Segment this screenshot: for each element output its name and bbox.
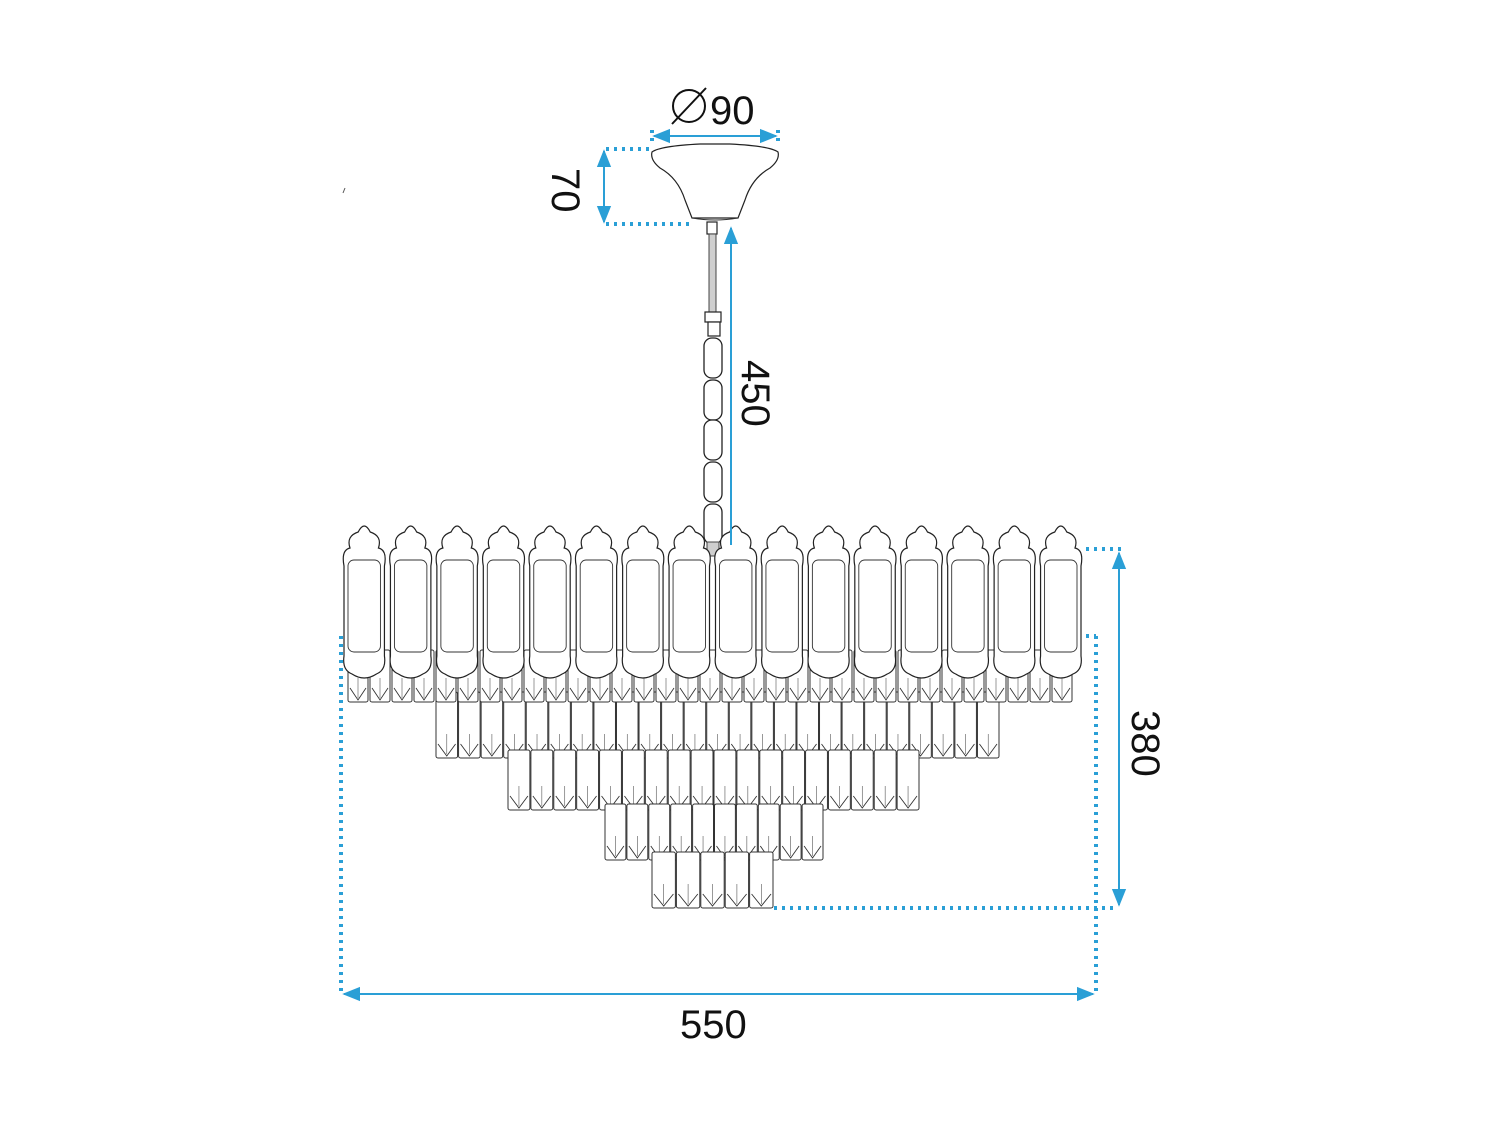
dimension-canopy-diameter: 90 — [650, 87, 780, 144]
dimension-suspension-length: 450 — [723, 226, 777, 545]
crystal-pendant — [850, 749, 874, 811]
crystal-pendant — [576, 749, 600, 811]
glass-leaf — [946, 525, 990, 679]
crystal-pendant — [458, 691, 481, 759]
suspension — [703, 221, 723, 557]
crystal-pendant — [507, 749, 531, 811]
crystal-pendant — [931, 691, 955, 759]
crystal-pendant — [530, 749, 554, 811]
dimension-canopy-height: 70 — [543, 147, 690, 226]
glass-leaf — [992, 525, 1036, 679]
crystal-pendant — [713, 749, 737, 811]
chain-link — [703, 461, 723, 503]
crystal-pendant — [782, 749, 806, 811]
dimension-body-height: 380 — [774, 547, 1167, 910]
glass-leaf — [1039, 525, 1083, 679]
crystal-pendant — [736, 749, 760, 811]
glass-leaf — [760, 525, 804, 679]
overall-width-value: 550 — [680, 1003, 747, 1047]
chain-link — [703, 337, 723, 379]
crystal-pendant — [700, 851, 725, 909]
crystal-pendant — [724, 851, 750, 909]
glass-leaf — [667, 525, 711, 679]
canopy — [651, 143, 779, 221]
chain-link — [703, 503, 723, 545]
canopy-height-value: 70 — [543, 168, 587, 213]
crystal-pendant — [909, 691, 932, 759]
glass-leaf — [714, 525, 758, 679]
body-height-value: 380 — [1123, 710, 1167, 777]
glass-leaf — [853, 525, 897, 679]
chandelier-body — [342, 525, 1083, 909]
glass-leaf — [574, 525, 618, 679]
crystal-pendant — [651, 851, 676, 909]
canopy-diameter-value: 90 — [710, 89, 755, 133]
crystal-pendant — [644, 749, 668, 811]
glass-leaf — [807, 525, 851, 679]
crystal-pendant — [667, 749, 691, 811]
crystal-pendant — [801, 803, 824, 861]
crystal-pendant — [841, 691, 865, 759]
glass-leaf — [389, 525, 433, 679]
chain-link — [703, 379, 723, 421]
glass-leaf — [481, 525, 526, 679]
crystal-pendant — [779, 803, 802, 861]
crystal-pendant — [873, 749, 897, 811]
glass-leaf — [435, 525, 479, 679]
crystal-pendant — [896, 749, 920, 811]
diameter-icon — [672, 89, 706, 123]
crystal-pendant — [626, 803, 649, 861]
glass-leaf — [899, 525, 944, 679]
chain — [703, 337, 723, 557]
crystal-pendant — [599, 749, 622, 811]
suspension-length-value: 450 — [733, 360, 777, 427]
crystal-pendant — [749, 851, 774, 909]
crystal-pendant — [675, 851, 701, 909]
glass-leaf — [342, 525, 386, 679]
crystal-pendant — [553, 749, 577, 811]
glass-leaf — [621, 525, 665, 679]
crystal-pendant — [690, 749, 714, 811]
crystal-pendant — [728, 691, 752, 759]
crystal-pendant — [954, 691, 977, 759]
crystal-pendant — [805, 749, 828, 811]
diameter-icon-slash — [671, 87, 707, 125]
crystal-pendant — [759, 749, 783, 811]
crystal-pendant — [621, 749, 645, 811]
crystal-pendant — [604, 803, 627, 861]
dimension-overall-width: 550 — [339, 634, 1098, 1047]
chain-link — [703, 419, 723, 461]
crystal-pendant — [827, 749, 851, 811]
stray-mark — [342, 187, 346, 194]
glass-leaf — [528, 525, 572, 679]
crystal-pendant — [670, 803, 693, 861]
